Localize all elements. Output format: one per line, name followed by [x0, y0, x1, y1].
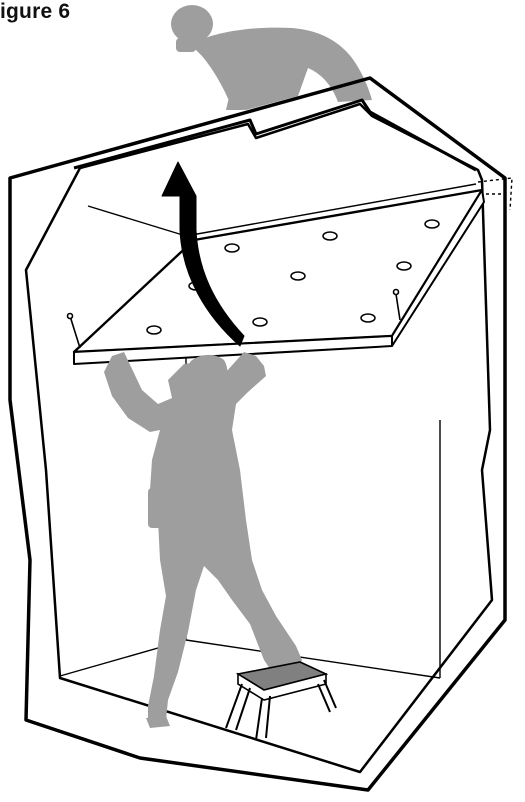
step-stool: [225, 661, 337, 741]
person-on-roof-silhouette: [171, 5, 372, 110]
roof-top-edge: [73, 98, 477, 172]
ceiling-panel: [66, 188, 485, 365]
room-inner-outline: [24, 102, 494, 774]
person-lifting-panel-silhouette: [104, 352, 302, 728]
dashed-corner-edge: [477, 177, 513, 211]
figure-label: igure 6: [0, 0, 71, 23]
lift-direction-arrow: [161, 161, 245, 347]
room-outer-outline: [8, 76, 507, 792]
curved-up-arrow-icon: [161, 161, 245, 347]
